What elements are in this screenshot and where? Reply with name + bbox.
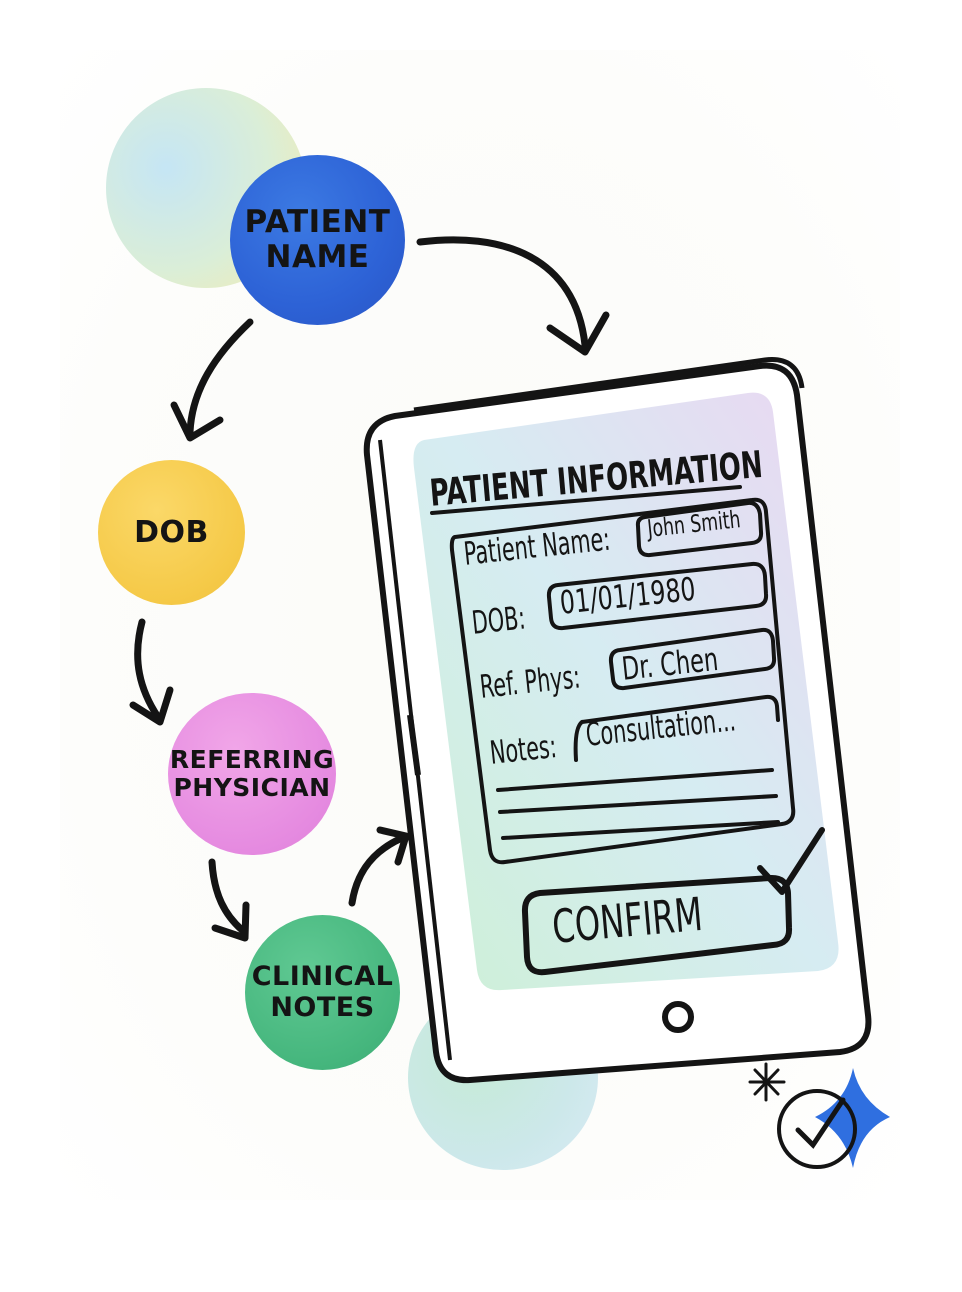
checkmark-icon <box>757 827 825 895</box>
step-clinical-notes: CLINICAL NOTES <box>245 915 400 1070</box>
arrow-icon <box>186 318 254 436</box>
ref-value-box <box>608 627 777 691</box>
form-box <box>449 497 796 865</box>
step-referring-physician-label: REFERRING PHYSICIAN <box>169 745 335 802</box>
notes-line <box>501 820 780 840</box>
verified-badge-icon <box>748 1062 890 1169</box>
form-title: PATIENT INFORMATION <box>428 442 765 515</box>
arrow-icon <box>416 236 589 349</box>
notes-value-box <box>573 694 780 762</box>
step-clinical-notes-label: CLINICAL NOTES <box>251 961 394 1023</box>
name-value-box <box>635 500 764 558</box>
arrow-icon-head <box>376 826 410 866</box>
arrow-icon <box>348 834 406 907</box>
arrow-icon-head <box>170 401 224 442</box>
field-value-dob[interactable]: 01/01/1980 <box>558 569 698 622</box>
field-label-name: Patient Name: <box>462 519 612 573</box>
dob-value-box <box>546 561 769 631</box>
notes-line <box>496 768 774 792</box>
step-patient-name-label: PATIENT NAME <box>244 204 391 275</box>
title-underline <box>430 485 742 515</box>
home-button-icon <box>662 1001 694 1033</box>
confirm-button[interactable]: CONFIRM <box>550 886 705 954</box>
arrow-icon <box>134 618 162 721</box>
step-dob-label: DOB <box>134 514 209 550</box>
arrow-icon-head <box>129 686 174 726</box>
step-dob: DOB <box>98 460 245 605</box>
step-referring-physician: REFERRING PHYSICIAN <box>168 693 336 855</box>
field-value-ref[interactable]: Dr. Chen <box>620 639 720 688</box>
arrow-icon-head <box>211 901 250 942</box>
notes-line <box>498 794 778 814</box>
arrow-icon <box>208 858 246 934</box>
arrow-icon-head <box>546 311 610 356</box>
field-value-name[interactable]: John Smith <box>646 505 742 543</box>
field-label-dob: DOB: <box>470 598 528 642</box>
field-label-notes: Notes: <box>488 727 559 772</box>
field-label-ref: Ref. Phys: <box>478 657 583 706</box>
step-patient-name: PATIENT NAME <box>230 155 405 325</box>
sparkle-icon <box>748 1062 786 1102</box>
field-value-notes[interactable]: Consultation... <box>584 700 738 754</box>
